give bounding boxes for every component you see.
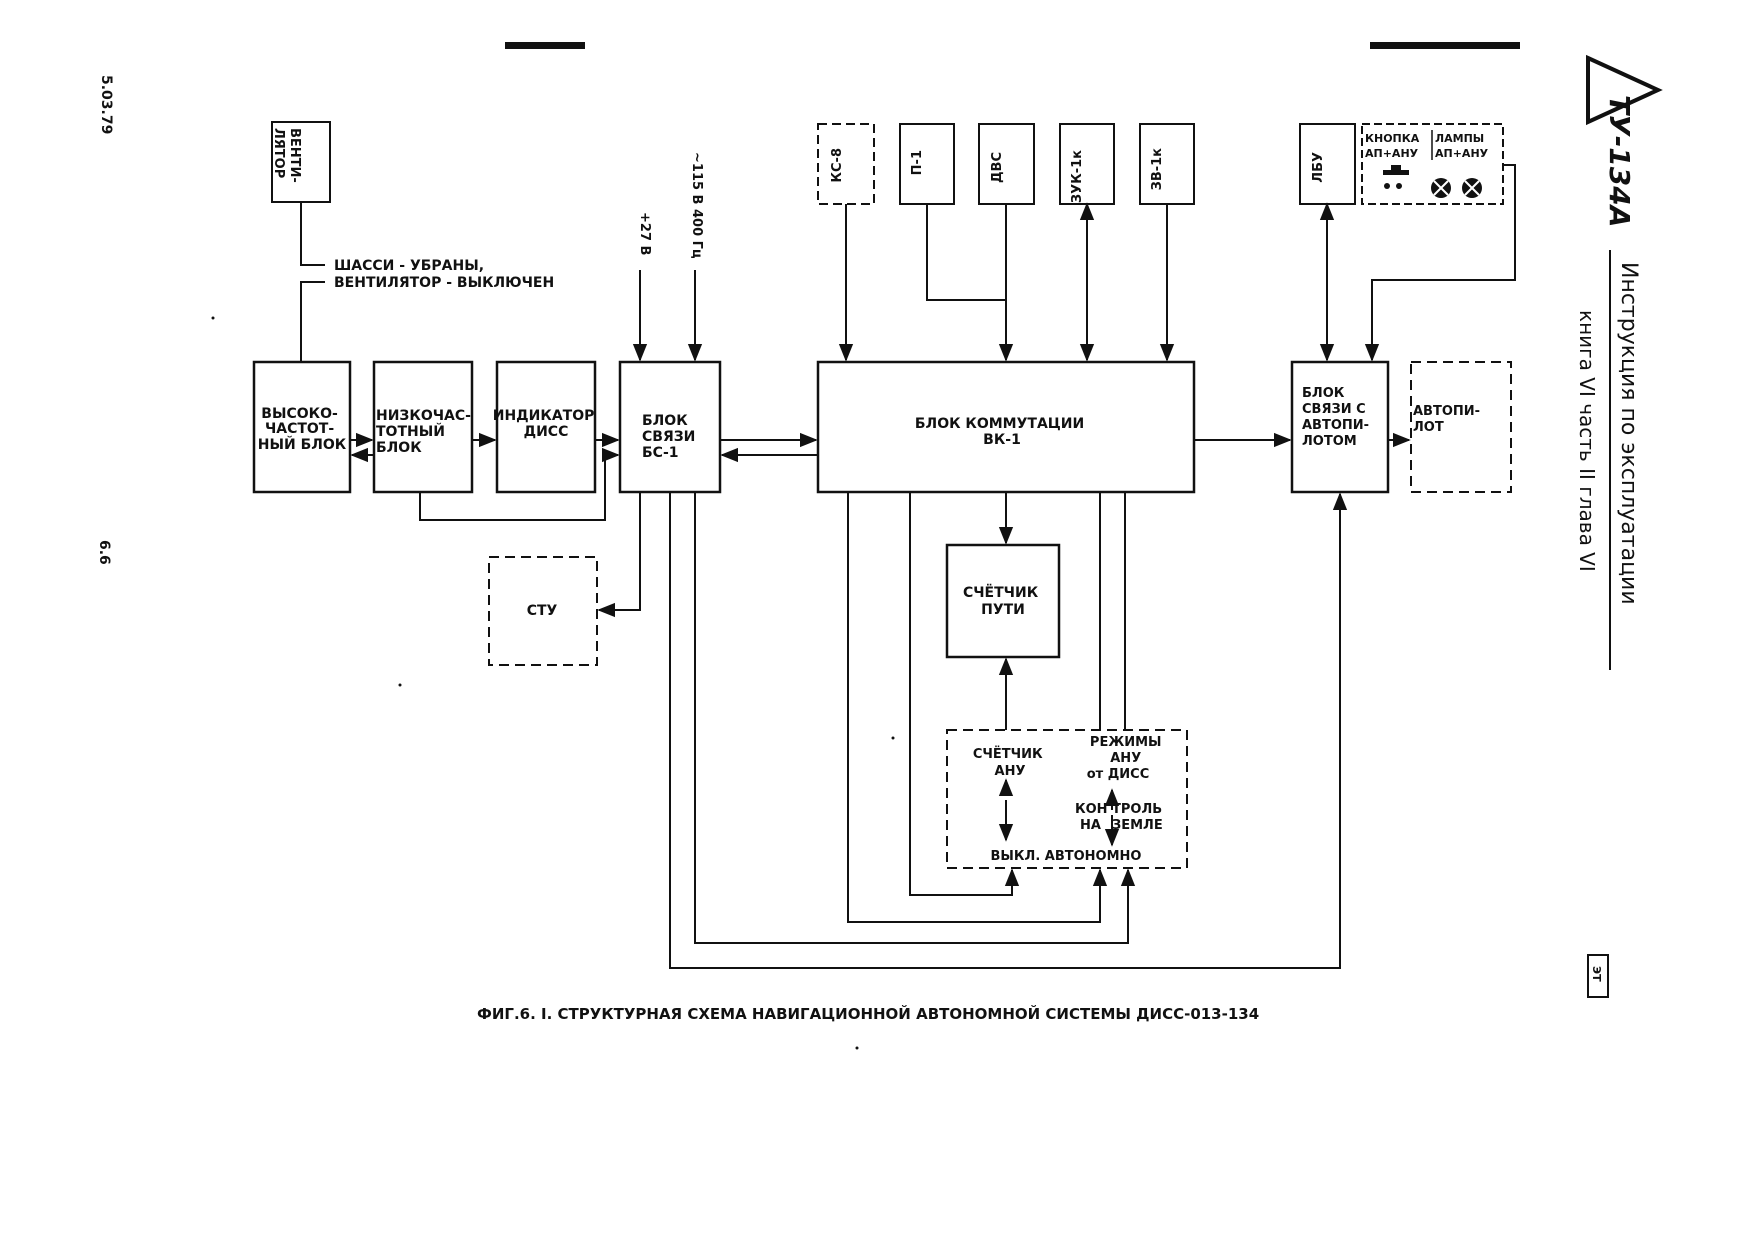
svg-text:ЭТ: ЭТ <box>1590 966 1603 982</box>
svg-text:БЛОК СВЯЗИ БС-1: БЛОК СВЯЗИ БС-1 <box>642 413 700 461</box>
hf-block-box: ВЫСОКО- ЧАСТОТ- НЫЙ БЛОК <box>252 360 352 494</box>
svg-text:СТУ: СТУ <box>527 603 558 619</box>
scan-dot <box>398 683 402 687</box>
svg-text:ВЫСОКО- ЧАСТОТ- НЫ: ВЫСОКО- ЧАСТОТ- НЫЙ БЛОК <box>258 406 347 453</box>
svg-text:ЗВ-1к: ЗВ-1к <box>1150 148 1165 191</box>
ks8-box: КС-8 <box>817 123 875 205</box>
zuk1k-box: ЗУК-1к <box>1059 123 1115 205</box>
scan-dot <box>891 736 895 740</box>
supply-27v-label: +27 В <box>637 212 652 255</box>
svg-text:ЗУК-1к: ЗУК-1к <box>1070 150 1085 203</box>
p1-box: П-1 <box>899 123 955 205</box>
autopilot-link-box: БЛОК СВЯЗИ С АВТОПИ- ЛОТОМ <box>1290 360 1390 494</box>
top-bar-right <box>1370 42 1520 49</box>
svg-text:ВЫКЛ. АВТОНОМНО: ВЫКЛ. АВТОНОМНО <box>991 849 1142 864</box>
svg-text:НИЗКОЧАС- ТОТНЫЙ Б: НИЗКОЧАС- ТОТНЫЙ БЛОК <box>376 408 476 456</box>
svg-text:РЕЖИМЫ АНУ от ДИСС: РЕЖИМЫ АНУ от ДИСС <box>1087 735 1166 782</box>
svg-text:СЧЁТЧИК ПУТИ: СЧЁТЧИК ПУТИ <box>963 584 1043 618</box>
supply-115v-label: ~115 В 400 Гц <box>689 152 704 259</box>
svg-text:АВТОПИ- ЛОТ: АВТОПИ- ЛОТ <box>1413 404 1485 435</box>
lamp-icon-1 <box>1431 178 1451 198</box>
scan-dot <box>211 316 215 320</box>
path-counter-box: СЧЁТЧИК ПУТИ <box>945 543 1061 659</box>
svg-text:КОН ТРОЛЬ НА: КОН ТРОЛЬ НА ЗЕМЛЕ <box>1075 802 1167 833</box>
title-line-2: книга VI часть II глава VI <box>1575 310 1599 572</box>
dvs-box: ДВС <box>978 123 1035 205</box>
chassis-note: ШАССИ - УБРАНЫ, ВЕНТИЛЯТОР - ВЫКЛЮЧЕН <box>334 258 554 291</box>
ventilator-label: ВЕНТИ- ЛЯТОР <box>271 128 302 187</box>
svg-text:П-1: П-1 <box>910 150 925 175</box>
push-button-icon <box>1383 165 1409 189</box>
svg-text:КС-8: КС-8 <box>830 148 845 183</box>
lbu-box: ЛБУ <box>1299 123 1356 205</box>
svg-text:ДВС: ДВС <box>990 152 1005 183</box>
lamp-icon-2 <box>1462 178 1482 198</box>
zv1k-box: ЗВ-1к <box>1139 123 1195 205</box>
margin-page-number: 6.6 <box>96 540 112 565</box>
title-line-1: Инструкция по эксплуатации <box>1616 262 1641 605</box>
svg-text:БЛОК СВЯЗИ С АВТОП: БЛОК СВЯЗИ С АВТОПИ- ЛОТОМ <box>1302 386 1374 449</box>
figure-caption: ФИГ.6. I. СТРУКТУРНАЯ СХЕМА НАВИГАЦИОННО… <box>477 1004 1259 1023</box>
lf-block-box: НИЗКОЧАС- ТОТНЫЙ БЛОК <box>372 360 476 494</box>
tu134a-logo: ТУ-134А <box>1586 54 1663 227</box>
margin-date: 5.03.79 <box>98 75 114 134</box>
control-panel-box: СЧЁТЧИК АНУ РЕЖИМЫ АНУ от ДИСС КОН ТРОЛЬ… <box>946 729 1188 869</box>
scan-dot <box>855 1046 859 1050</box>
autopilot-box: АВТОПИ- ЛОТ <box>1410 361 1512 493</box>
logo-text: ТУ-134А <box>1603 95 1636 227</box>
indicator-box: ИНДИКАТОР ДИСС <box>493 360 599 494</box>
stamp: ЭТ <box>1587 954 1609 998</box>
stu-box: СТУ <box>488 556 598 666</box>
svg-text:БЛОК КОММУТАЦИИ ВК-1: БЛОК КОММУТАЦИИ ВК-1 <box>915 416 1089 448</box>
svg-text:ИНДИКАТОР ДИСС: ИНДИКАТОР ДИСС <box>493 408 599 440</box>
bs1-box: БЛОК СВЯЗИ БС-1 <box>618 360 722 494</box>
svg-text:ЛБУ: ЛБУ <box>1311 152 1326 183</box>
top-bar-left <box>505 42 585 49</box>
title-block: Инструкция по эксплуатации книга VI част… <box>1575 250 1641 670</box>
button-lamps-panel: КНОПКА АП+АНУ ЛАМПЫ АП+АНУ <box>1361 123 1504 205</box>
svg-text:КНОПКА АП+АНУ ЛАМП: КНОПКА АП+АНУ ЛАМПЫ АП+АНУ <box>1365 132 1489 160</box>
svg-text:СЧЁТЧИК АНУ: СЧЁТЧИК АНУ <box>973 746 1047 779</box>
connectors <box>300 164 1516 969</box>
bk1-box: БЛОК КОММУТАЦИИ ВК-1 <box>816 360 1196 494</box>
ventilator-box: ВЕНТИ- ЛЯТОР <box>271 121 331 203</box>
